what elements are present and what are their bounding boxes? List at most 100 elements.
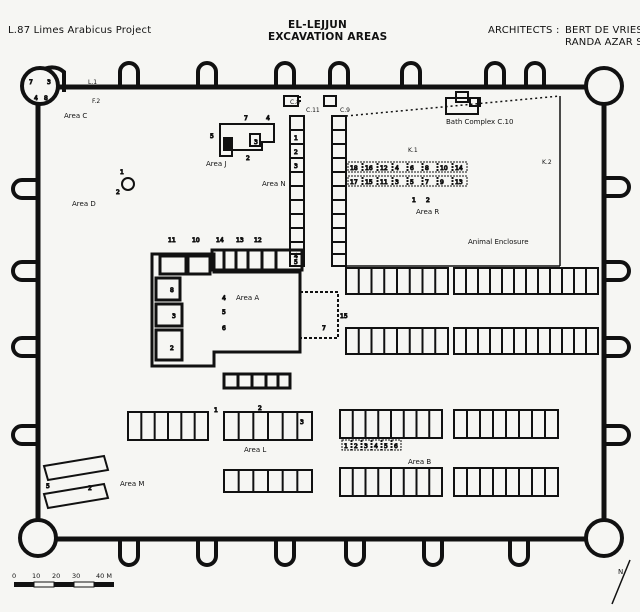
bath-complex [445, 91, 481, 115]
trench-cell [392, 175, 408, 187]
area-n-number: 1 [294, 135, 298, 142]
area-n-number: 5 [294, 259, 298, 266]
trench-number: 16 [365, 165, 373, 172]
area-a-number: 14 [216, 237, 224, 244]
k1-label: K.1 [408, 147, 418, 154]
area-m-number: 5 [46, 483, 50, 490]
trench-number: 8 [425, 165, 429, 172]
bath-complex-label: Bath Complex C.10 [446, 118, 513, 126]
trench-number: 3 [395, 179, 399, 186]
trench-cell [347, 161, 363, 173]
area-j-label: Area J [206, 160, 226, 168]
towers-top [118, 61, 546, 87]
trench-number: 17 [350, 179, 358, 186]
towers-left [11, 178, 38, 446]
trench-number: 9 [440, 179, 444, 186]
animal-enclosure [345, 95, 561, 267]
towers-bottom [118, 539, 530, 567]
fortress-wall [35, 84, 607, 542]
trench-number: 11 [380, 179, 388, 186]
trench-cell [381, 439, 392, 451]
trench-number: 10 [440, 165, 448, 172]
area-a-number: 8 [170, 287, 174, 294]
trench-cell [341, 439, 352, 451]
scale-tick-40: 40 M [96, 572, 112, 580]
area-l-number: 1 [214, 407, 218, 414]
area-j-building [219, 123, 275, 157]
area-a-number: 4 [222, 295, 226, 302]
area-l-number: 2 [258, 405, 262, 412]
area-r-label: Area R [416, 208, 439, 216]
area-l-number: 3 [300, 419, 304, 426]
scale-bar: 0 10 20 30 40 M [12, 572, 114, 588]
trench-cell [362, 175, 378, 187]
tower-number: 3 [47, 79, 51, 86]
area-r-number: 2 [426, 197, 430, 204]
area-b-label: Area B [408, 458, 431, 466]
trench-number: 15 [365, 179, 373, 186]
trench-number: 5 [410, 179, 414, 186]
trench-number: 12 [380, 165, 388, 172]
area-a-number: 13 [236, 237, 244, 244]
trench-number: 4 [395, 165, 399, 172]
area-j-number: 5 [210, 133, 214, 140]
trench-cell [377, 161, 393, 173]
area-l-label: Area L [244, 446, 266, 454]
area-c-label: Area C [64, 112, 87, 120]
map-subtitle: EXCAVATION AREAS [268, 31, 388, 43]
area-j-number: 4 [266, 115, 270, 122]
trench-cell [407, 161, 423, 173]
pit-marker [121, 177, 135, 191]
north-arrow: N [611, 559, 631, 605]
tower-number: 7 [29, 79, 33, 86]
area-m-block [42, 482, 110, 510]
trench-number: 6 [410, 165, 414, 172]
towers-right [604, 176, 631, 446]
trench-cell [351, 439, 362, 451]
trench-cell [407, 175, 423, 187]
area-r-number: 1 [412, 197, 416, 204]
trench-number: 3 [364, 443, 368, 450]
area-n-number: 2 [294, 149, 298, 156]
trench-number: 5 [384, 443, 388, 450]
area-a-number: 15 [340, 313, 348, 320]
trench-cell [452, 175, 468, 187]
area-j-number: 2 [246, 155, 250, 162]
animal-enclosure-label: Animal Enclosure [468, 238, 529, 246]
pit-number: 1 [120, 169, 124, 176]
trench-cell [362, 161, 378, 173]
area-a-number: 7 [322, 325, 326, 332]
k2-label: K.2 [542, 159, 552, 166]
area-d-label: Area D [72, 200, 96, 208]
trench-cell [392, 161, 408, 173]
area-j-number: 1 [226, 143, 230, 150]
scale-tick-20: 20 [52, 572, 60, 580]
trench-cell [452, 161, 468, 173]
north-gate [283, 95, 337, 107]
area-a-number: 11 [168, 237, 176, 244]
trench-cell [347, 175, 363, 187]
scale-tick-0: 0 [12, 572, 16, 580]
area-a-label: Area A [236, 294, 259, 302]
trench-number: 13 [455, 179, 463, 186]
tower-number: 8 [44, 95, 48, 102]
area-n-label: Area N [262, 180, 286, 188]
trench-number: 14 [455, 165, 463, 172]
area-a-number: 5 [222, 309, 226, 316]
trench-number: 2 [354, 443, 358, 450]
trench-number: 1 [344, 443, 348, 450]
trench-cell [437, 175, 453, 187]
area-a-number: 10 [192, 237, 200, 244]
trench-cell [422, 161, 438, 173]
c9-label: C.9 [340, 107, 350, 114]
architect-name-1: BERT DE VRIES [565, 25, 640, 36]
area-a-principia [150, 248, 339, 390]
area-a-number: 6 [222, 325, 226, 332]
trench-cell [437, 161, 453, 173]
trench-cell [391, 439, 402, 451]
trench-cell [422, 175, 438, 187]
area-m-label: Area M [120, 480, 144, 488]
site-title: EL-LEJJUN [288, 19, 348, 31]
trench-cell [361, 439, 372, 451]
area-a-number: 3 [172, 313, 176, 320]
